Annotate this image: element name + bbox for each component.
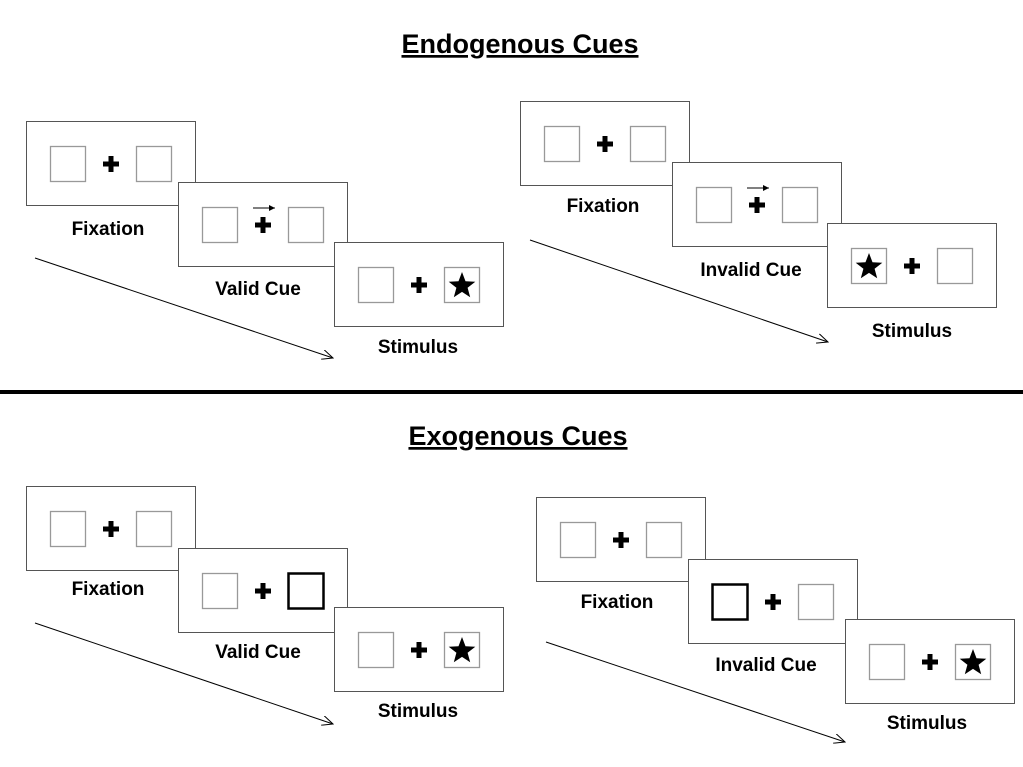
left-location-box [201,572,239,610]
left-location-box [543,125,581,163]
right-location-box [135,145,173,183]
trial-panel-invalid-cue [688,559,858,644]
left-location-box [357,631,395,669]
right-location-box [797,583,835,621]
trial-panel-fixation [520,101,690,186]
left-location-box [695,186,733,224]
panel-label: Valid Cue [215,642,301,663]
time-arrow [545,641,845,742]
fixation-cross-icon [749,197,765,213]
trial-panel-invalid-cue [672,162,842,247]
right-location-box [287,206,325,244]
star-target-icon [959,649,987,675]
left-location-box [49,510,87,548]
left-location-box [559,521,597,559]
panel-label: Invalid Cue [715,655,816,676]
fixation-cross-icon [597,136,613,152]
panel-label: Fixation [567,196,640,217]
left-location-box [49,145,87,183]
panel-label: Stimulus [378,701,458,722]
time-arrow [34,257,333,358]
panel-label: Fixation [581,592,654,613]
trial-panel-valid-cue [178,548,348,633]
time-arrow [34,622,333,724]
fixation-cross-icon [922,654,938,670]
right-location-box [936,247,974,285]
right-location-box [287,572,325,610]
star-target-icon [855,253,883,279]
fixation-cross-icon [103,156,119,172]
trial-panel-fixation [26,121,196,206]
panel-label: Stimulus [378,337,458,358]
fixation-cross-icon [411,642,427,658]
panel-label: Valid Cue [215,279,301,300]
fixation-cross-icon [255,583,271,599]
trial-panel-stimulus [334,607,504,692]
star-target-icon [448,637,476,663]
left-location-box [868,643,906,681]
time-arrow [529,239,828,342]
right-location-box [645,521,683,559]
section-title-exogenous: Exogenous Cues [408,421,627,451]
trial-panel-valid-cue [178,182,348,267]
trial-panel-stimulus [827,223,997,308]
fixation-cross-icon [613,532,629,548]
panel-label: Invalid Cue [700,260,801,281]
fixation-cross-icon [103,521,119,537]
fixation-cross-icon [411,277,427,293]
right-location-box [629,125,667,163]
left-location-box [711,583,749,621]
panel-label: Fixation [72,579,145,600]
panel-label: Stimulus [872,321,952,342]
left-location-box [357,266,395,304]
fixation-cross-icon [904,258,920,274]
fixation-cross-icon [765,594,781,610]
trial-panel-stimulus [845,619,1015,704]
section-title-endogenous: Endogenous Cues [401,29,638,59]
trial-panel-fixation [26,486,196,571]
fixation-cross-icon [255,217,271,233]
left-location-box [201,206,239,244]
right-location-box [781,186,819,224]
right-location-box [135,510,173,548]
trial-panel-fixation [536,497,706,582]
panel-label: Fixation [72,219,145,240]
star-target-icon [448,272,476,298]
panel-label: Stimulus [887,713,967,734]
trial-panel-stimulus [334,242,504,327]
